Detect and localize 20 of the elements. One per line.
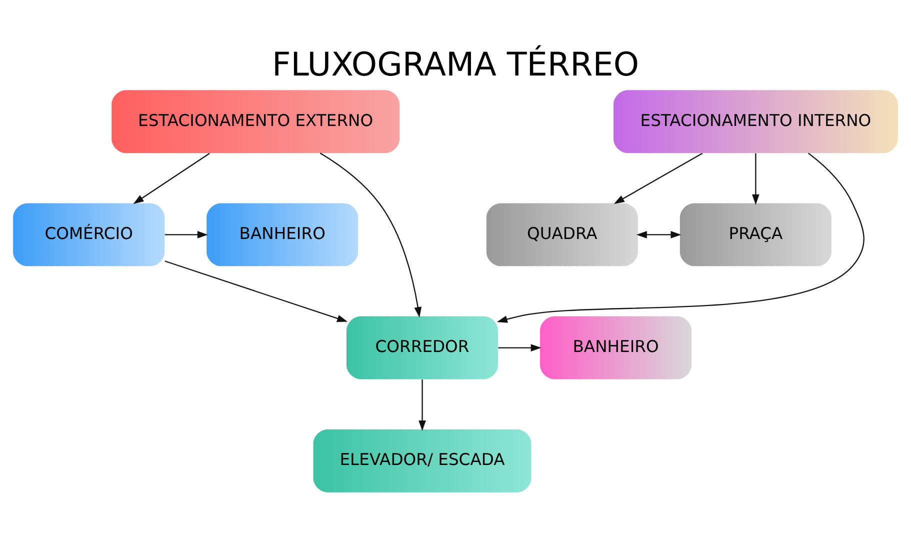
arrow xyxy=(320,152,422,318)
node-box: COMÉRCIO xyxy=(13,202,165,266)
arrow xyxy=(133,152,210,204)
arrow xyxy=(752,152,760,204)
node-box: QUADRA xyxy=(486,202,638,266)
arrow xyxy=(164,230,208,238)
node-box: CORREDOR xyxy=(346,316,498,379)
node-box: ELEVADOR/ ESCADA xyxy=(313,428,532,492)
node-box: PRAÇA xyxy=(680,202,832,266)
arrow xyxy=(418,379,426,430)
arrow xyxy=(636,230,682,238)
diagram-title: FLUXOGRAMA TÉRREO xyxy=(272,44,640,83)
arrow xyxy=(498,344,542,351)
node-box: BANHEIRO xyxy=(540,316,692,379)
arrow xyxy=(614,152,703,204)
arrow xyxy=(496,152,864,322)
arrow xyxy=(164,260,348,322)
node-box: ESTACIONAMENTO INTERNO xyxy=(613,90,898,153)
node-box: ESTACIONAMENTO EXTERNO xyxy=(112,90,400,153)
node-box: BANHEIRO xyxy=(206,202,358,266)
